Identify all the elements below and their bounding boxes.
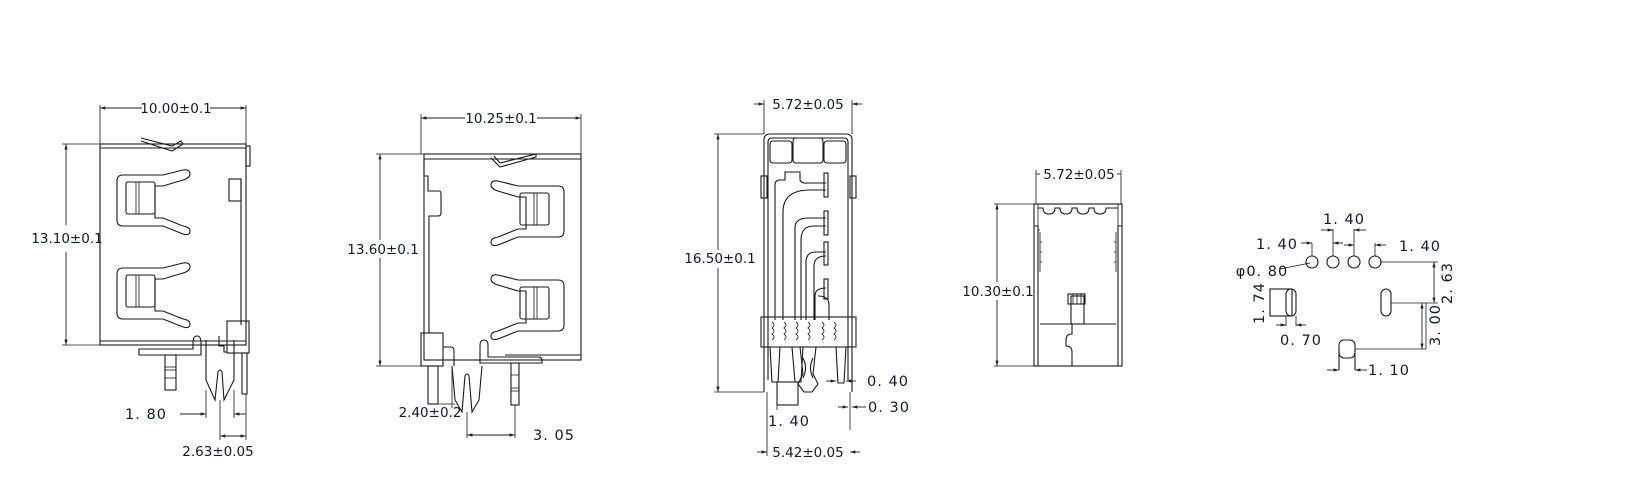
spring-clip-top — [490, 180, 565, 247]
dim-height: 16.50±0.1 — [684, 251, 755, 267]
end-view: 5.72±0.05 10.30±0.1 — [962, 167, 1123, 367]
dim-bottom-width: 5.42±0.05 — [772, 445, 843, 461]
spring-clip-top — [116, 169, 191, 236]
dim-pin-width: 0. 40 — [867, 374, 909, 390]
dim-pin-offset: 3. 05 — [533, 428, 575, 444]
dim-pin-offset: 2.63±0.05 — [182, 444, 253, 460]
pin-hole — [1368, 255, 1382, 269]
dim-width: 5.72±0.05 — [1043, 167, 1114, 183]
dim-pin-gap: 1. 80 — [125, 407, 167, 423]
pin-hole — [1305, 255, 1319, 269]
side-view: 5.72±0.05 16.50±0.1 1. 40 0. 40 0. 30 5.… — [684, 97, 910, 461]
dim-height: 13.60±0.1 — [347, 242, 418, 258]
dim-leg-length: 2.40±0.2 — [399, 405, 462, 421]
dim-slot-width-2: 1. 10 — [1368, 363, 1410, 379]
pin-hole — [1326, 255, 1340, 269]
dim-height: 13.10±0.1 — [31, 231, 102, 247]
dim-shell-thickness: 0. 30 — [868, 400, 910, 416]
dim-hole-diameter: φ0. 80 — [1236, 264, 1288, 280]
rear-view: 10.25±0.1 13.60±0.1 2.40±0.2 3. 05 — [347, 111, 582, 444]
dim-pitch-center: 1. 40 — [1323, 212, 1365, 228]
dim-slot-length: 1. 74 — [1252, 282, 1268, 324]
dim-pin-pitch: 1. 40 — [768, 414, 810, 430]
dim-row-offset-2: 3. 00 — [1428, 304, 1444, 346]
dim-top-width: 5.72±0.05 — [772, 97, 843, 113]
dim-width: 10.00±0.1 — [140, 101, 211, 117]
pcb-footprint: 1. 40 1. 40 1. 40 φ0. 80 1. 74 0. 70 2. … — [1236, 212, 1456, 379]
spring-clip-bottom — [116, 262, 191, 329]
dim-slot-width: 0. 70 — [1280, 333, 1322, 349]
dim-row-offset-1: 2. 63 — [1440, 262, 1456, 304]
spring-clip-bottom — [490, 274, 565, 341]
dim-pitch-right: 1. 40 — [1399, 239, 1441, 255]
dim-width: 10.25±0.1 — [465, 111, 536, 127]
dim-height: 10.30±0.1 — [962, 284, 1033, 300]
front-view: 10.00±0.1 13.10±0.1 1. 80 2.63±0.05 — [31, 101, 253, 460]
dim-pitch-left: 1. 40 — [1256, 237, 1298, 253]
pin-hole — [1347, 255, 1361, 269]
